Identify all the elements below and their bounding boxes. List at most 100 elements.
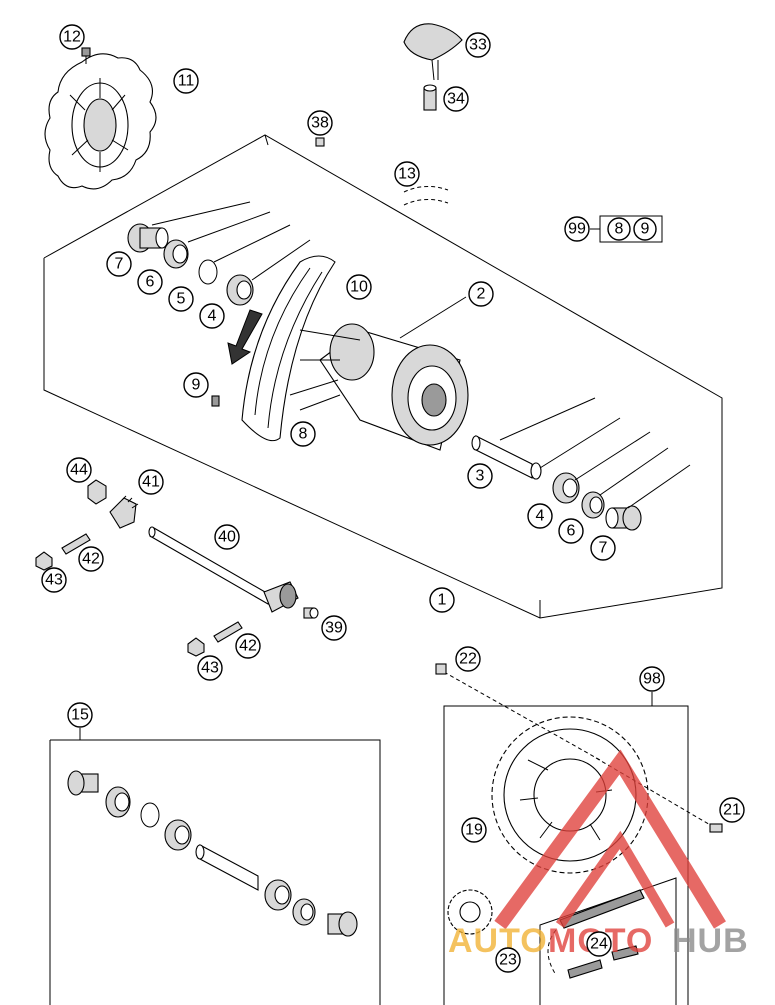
svg-text:34: 34 — [447, 91, 465, 108]
callout-12: 12 — [59, 24, 85, 50]
watermark-text-hub: HUB — [672, 922, 749, 960]
callout-4-left: 4 — [199, 303, 225, 329]
svg-text:40: 40 — [218, 529, 236, 546]
callout-10: 10 — [346, 274, 372, 300]
callout-21: 21 — [719, 797, 745, 823]
adjust-bolt-lower — [213, 621, 243, 643]
callout-22: 22 — [455, 646, 481, 672]
hub-kit-parts — [67, 770, 358, 937]
callout-43-upper: 43 — [41, 567, 67, 593]
svg-text:98: 98 — [643, 671, 661, 688]
svg-text:24: 24 — [590, 936, 608, 953]
svg-text:7: 7 — [115, 256, 124, 273]
callout-13: 13 — [394, 161, 420, 187]
spoke-nipple — [211, 395, 220, 407]
svg-text:7: 7 — [599, 540, 608, 557]
guide-line-2 — [399, 296, 467, 339]
callout-3: 3 — [467, 463, 493, 489]
svg-text:39: 39 — [325, 620, 343, 637]
seal-left — [163, 239, 189, 269]
callout-7-left: 7 — [106, 251, 132, 277]
svg-text:9: 9 — [641, 221, 650, 238]
callout-2: 2 — [468, 281, 494, 307]
brake-disc — [44, 53, 157, 190]
svg-text:5: 5 — [177, 291, 186, 308]
callout-42-lower: 42 — [235, 633, 261, 659]
svg-text:4: 4 — [536, 508, 545, 525]
callout-7-right: 7 — [590, 535, 616, 561]
svg-text:33: 33 — [469, 37, 487, 54]
bearing-left — [226, 274, 254, 306]
axle-plug — [303, 607, 319, 619]
svg-text:6: 6 — [567, 523, 576, 540]
callout-39: 39 — [321, 615, 347, 641]
svg-text:12: 12 — [63, 29, 81, 46]
adjust-nut-upper — [35, 551, 53, 571]
kit-box-99 — [590, 215, 663, 243]
axle — [148, 526, 273, 605]
callout-42-upper: 42 — [78, 546, 104, 572]
bearing-right — [552, 472, 580, 504]
adjust-nut-lower — [187, 637, 205, 657]
svg-text:42: 42 — [82, 551, 100, 568]
svg-text:99: 99 — [568, 221, 586, 238]
front-sprocket — [447, 889, 493, 935]
hub-kit-frame — [49, 728, 381, 1005]
axle-nut-upper — [87, 479, 107, 505]
valve-cap — [403, 23, 463, 81]
callout-1: 1 — [429, 587, 455, 613]
svg-text:10: 10 — [350, 279, 368, 296]
callout-43-lower: 43 — [197, 655, 223, 681]
spacer-right — [605, 505, 642, 531]
callout-kit-8: 8 — [607, 217, 631, 241]
svg-text:43: 43 — [45, 572, 63, 589]
callout-19: 19 — [461, 817, 487, 843]
rim — [241, 255, 336, 442]
svg-text:43: 43 — [201, 660, 219, 677]
hub — [289, 323, 469, 451]
svg-text:19: 19 — [465, 822, 483, 839]
svg-text:13: 13 — [398, 166, 416, 183]
watermark-logo: AUTO MOTO HUB — [448, 749, 749, 960]
svg-text:44: 44 — [70, 462, 88, 479]
svg-text:9: 9 — [192, 377, 201, 394]
svg-text:4: 4 — [208, 308, 217, 325]
svg-text:22: 22 — [459, 651, 477, 668]
callout-4-right: 4 — [527, 503, 553, 529]
guide-lines-left — [151, 201, 311, 281]
svg-text:6: 6 — [146, 274, 155, 291]
valve-nut — [423, 84, 437, 111]
axle-head — [263, 581, 299, 613]
seal-right — [581, 491, 605, 519]
disc-bolt — [81, 47, 91, 64]
callout-40: 40 — [214, 524, 240, 550]
rim-tape — [403, 186, 449, 206]
guide-lines-right — [499, 397, 691, 509]
wheel-assembly-frame — [43, 134, 723, 619]
callout-9: 9 — [183, 372, 209, 398]
callout-34: 34 — [443, 86, 469, 112]
svg-text:11: 11 — [178, 73, 195, 90]
callout-5: 5 — [168, 286, 194, 312]
svg-text:8: 8 — [299, 426, 308, 443]
svg-text:23: 23 — [499, 952, 517, 969]
callout-98: 98 — [639, 666, 665, 692]
callout-kit-9: 9 — [633, 217, 657, 241]
callout-6-right: 6 — [558, 518, 584, 544]
svg-text:21: 21 — [723, 802, 741, 819]
chain — [547, 889, 645, 979]
callout-11: 11 — [173, 68, 199, 94]
callout-23: 23 — [495, 947, 521, 973]
callout-8: 8 — [290, 421, 316, 447]
callout-41: 41 — [138, 469, 164, 495]
spacer-left — [127, 223, 169, 253]
chain-adjuster — [109, 495, 139, 529]
svg-text:15: 15 — [71, 707, 89, 724]
svg-text:42: 42 — [239, 638, 257, 655]
svg-text:8: 8 — [615, 221, 624, 238]
small-plug — [315, 137, 325, 147]
svg-text:38: 38 — [311, 115, 329, 132]
callout-15: 15 — [67, 702, 93, 728]
circlip — [198, 259, 218, 285]
